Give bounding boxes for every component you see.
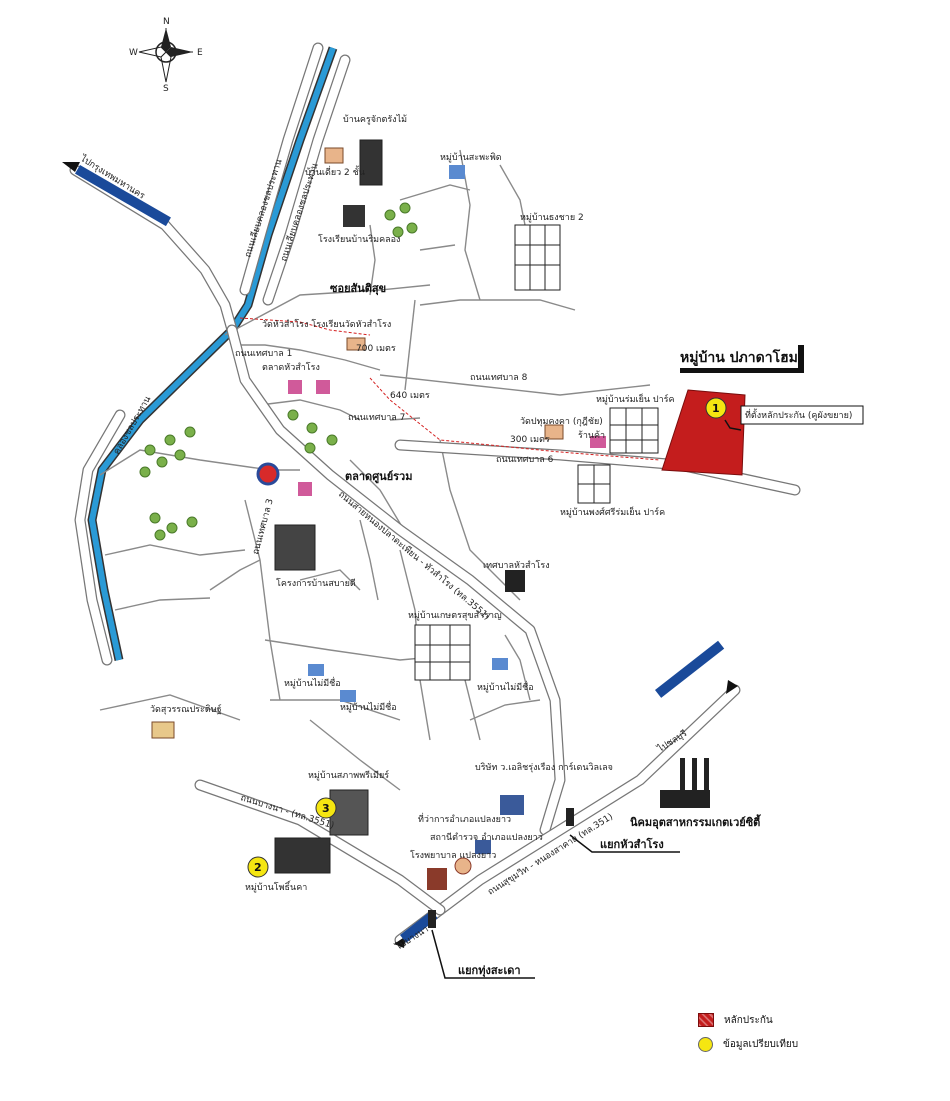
- soi-7-label: ถนนเทศบาล 7: [348, 413, 405, 423]
- place-school-rimklong: โรงเรียนบ้านริมคลอง: [318, 234, 400, 245]
- distance-3: 300 เมตร: [510, 435, 550, 445]
- soi-6-label: ถนนเทศบาล 6: [496, 455, 554, 465]
- place-housing-project: โครงการบ้านสบายดี: [276, 578, 356, 589]
- comparable-2-label: หมู่บ้านโพธิ์นคา: [245, 880, 307, 893]
- legend-row-comparable: ข้อมูลเปรียบเทียบ: [698, 1034, 798, 1054]
- place-wat-school: วัดหัวสำโรง โรงเรียนวัดหัวสำโรง: [262, 319, 391, 330]
- place-municipality: เทศบาลหัวสำโรง: [483, 560, 550, 571]
- soi-8-label: ถนนเทศบาล 8: [470, 373, 528, 383]
- comparable-marker-2: [247, 856, 269, 878]
- legend-comparable-label: ข้อมูลเปรียบเทียบ: [723, 1038, 799, 1050]
- legend-comparable-swatch: [698, 1036, 713, 1052]
- place-market-center: ตลาดศูนย์รวม: [345, 470, 413, 484]
- junction-tung-label: แยกทุ่งสะเดา: [458, 964, 521, 978]
- place-company: บริษัท ว.เอลิชรุ่งเรือง การ์เดนวิลเลจ: [475, 761, 613, 773]
- compass-e: E: [197, 48, 203, 58]
- main-road-label: ถนนสายหนองปลาดะเพียน - ทัวสำโรง (ทล.3551…: [336, 489, 492, 622]
- place-village-pong-sri: หมู่บ้านพงศ์ศรีร่มเย็น ปาร์ค: [560, 505, 665, 518]
- place-village-pakpid: หมู่บ้านสะพะพิด: [440, 152, 502, 163]
- comparable-markers: 2 หมู่บ้านโพธิ์นคา 3 หมู่บ้านสภาพพรีเมีย…: [245, 769, 389, 893]
- title-block: หมู่บ้าน ปภาดาโฮม: [680, 345, 804, 373]
- compass-w: W: [129, 48, 138, 58]
- place-market-hua: ตลาดหัวสำโรง: [262, 362, 320, 373]
- place-wat-suwan: วัดสุวรรณประดิษฐ์: [150, 703, 222, 715]
- place-house2: บ้านเดี่ยว 2 ชั้น: [305, 165, 365, 178]
- legend-collateral-label: หลักประกัน: [724, 1014, 773, 1026]
- compass-s: S: [163, 84, 169, 94]
- industrial-label: นิคมอุตสาหกรรมเกตเวย์ซิตี้: [630, 814, 761, 830]
- place-village-rom-yen: หมู่บ้านร่มเย็น ปาร์ค: [596, 392, 675, 405]
- place-hospital: โรงพยาบาล แปลงยาว: [410, 850, 496, 861]
- comparable-3-label: หมู่บ้านสภาพพรีเมียร์: [308, 769, 389, 781]
- arrow-nw-bar: [75, 165, 171, 227]
- junction-hua-label: แยกหัวสำโรง: [600, 837, 664, 851]
- compass-n: N: [163, 17, 170, 27]
- place-police: สถานีตำรวจ อำเภอแปลงยาว: [430, 832, 543, 843]
- soi-1-label: ถนนเทศบาล 1: [235, 349, 292, 359]
- comparable-marker-3: [315, 797, 337, 819]
- soi-santisuk-label: ซอยสันติสุข: [330, 282, 386, 296]
- junction-labels: แยกหัวสำโรง แยกทุ่งสะเดา: [431, 834, 680, 979]
- major-roads: [69, 42, 801, 946]
- arrow-ne-bar: [655, 640, 725, 698]
- traffic-light-hua: [566, 808, 574, 826]
- minor-roads: [99, 149, 651, 791]
- place-village-no-name-1: หมู่บ้านไม่มีชื่อ: [284, 676, 341, 689]
- subject-marker-number: 1: [712, 402, 720, 415]
- distance-1: 700 เมตร: [356, 344, 396, 354]
- place-village-no-name-2: หมู่บ้านไม่มีชื่อ: [340, 700, 397, 713]
- subject-marker: [705, 397, 727, 419]
- place-kindergarten: บ้านครูจักตรังไม้: [343, 114, 407, 125]
- place-temple-noble: วัดปทุมคงคา (กุฎีชัย): [520, 416, 603, 427]
- distance-2: 640 เมตร: [390, 391, 430, 401]
- distance-lines: [239, 317, 661, 461]
- building-icons: [139, 147, 606, 890]
- comparable-2-number: 2: [254, 861, 262, 874]
- road-arrows: [62, 162, 738, 948]
- comparable-3-number: 3: [322, 802, 330, 815]
- industrial-estate: นิคมอุตสาหกรรมเกตเวย์ซิตี้: [630, 758, 761, 830]
- subject-label: ที่ตั้งหลักประกัน (คูผังขยาย): [745, 408, 852, 421]
- place-village-sorayuth2: หมู่บ้านธงชาย 2: [520, 212, 584, 223]
- place-district-office: ที่ว่าการอำเภอแปลงยาว: [418, 812, 511, 825]
- place-shop: ร้านค้า: [578, 430, 605, 441]
- legend-collateral-swatch: [698, 1013, 714, 1027]
- canal: [87, 46, 338, 661]
- map-legend: หลักประกัน ข้อมูลเปรียบเทียบ: [698, 1008, 928, 1068]
- legend-row-collateral: หลักประกัน: [698, 1010, 773, 1030]
- soi-3-label: ถนนเทศบาล 3: [251, 498, 276, 556]
- traffic-light-tung: [428, 910, 436, 928]
- compass-rose: N S E W: [129, 17, 203, 94]
- place-labels: บ้านครูจักตรังไม้ บ้านเดี่ยว 2 ชั้น หมู่…: [150, 114, 675, 861]
- place-village-no-name-3: หมู่บ้านไม่มีชื่อ: [477, 680, 534, 693]
- collateral-parcel: 1 ที่ตั้งหลักประกัน (คูผังขยาย): [661, 389, 864, 476]
- housing-grids: [274, 139, 659, 874]
- place-village-kasetsamai: หมู่บ้านเกษตรสุขสำราญ: [408, 610, 502, 621]
- road-labels: ไปกรุงเทพมหานคร ไปชลบุรี ไปบางนา ถนนเลีย…: [78, 153, 690, 953]
- map-title: หมู่บ้าน ปภาดาโฮม: [680, 348, 798, 366]
